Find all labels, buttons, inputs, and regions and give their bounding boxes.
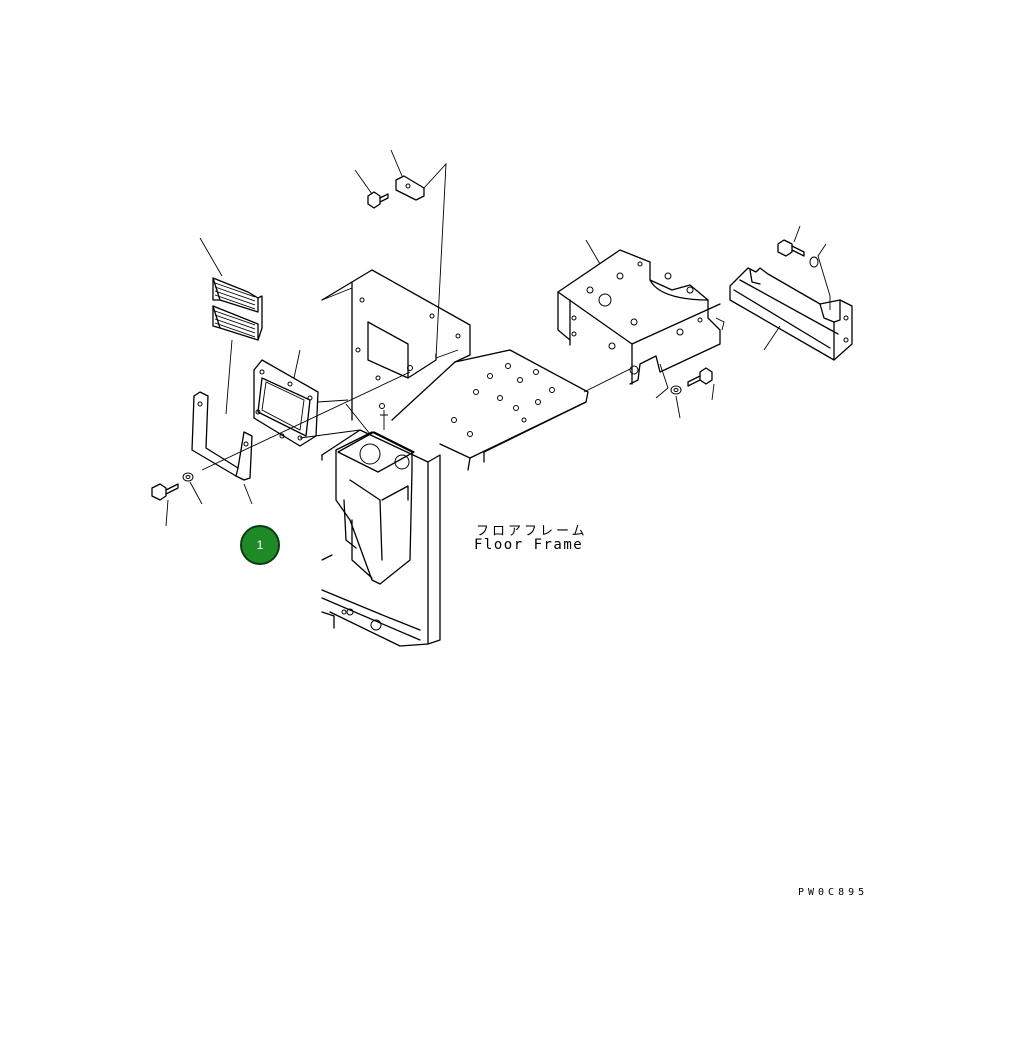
bolts-washers xyxy=(151,175,819,501)
floor-frame-label-english: Floor Frame xyxy=(474,537,584,553)
callout-marker-1[interactable]: 1 xyxy=(240,525,280,565)
upper-bracket xyxy=(557,249,725,385)
mounting-bracket xyxy=(191,391,253,481)
drawing-code: PW0C895 xyxy=(798,887,869,898)
floor-frame xyxy=(321,269,589,647)
floor-frame-label-japanese: フロアフレーム xyxy=(476,524,588,539)
filter-elements xyxy=(212,277,263,341)
callout-number: 1 xyxy=(256,538,264,552)
leader-lines xyxy=(165,149,831,527)
filter-frame xyxy=(253,359,319,447)
side-channel xyxy=(729,267,853,361)
